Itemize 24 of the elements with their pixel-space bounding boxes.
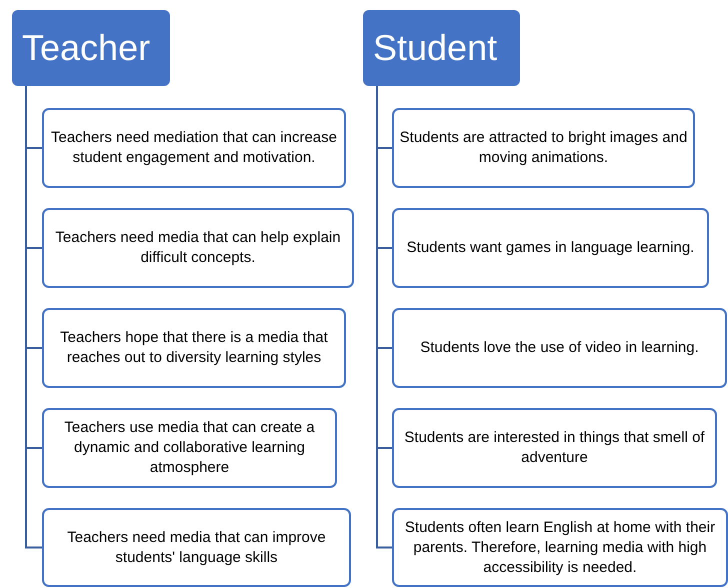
box-text: Teachers need media that can improve students' language skills: [66, 528, 327, 568]
box-text: Teachers need mediation that can increase student engagement and motivation.: [50, 128, 338, 168]
text-box: [42, 308, 346, 388]
box-text: Teachers hope that there is a media that reaches out to diversity learning styles: [59, 328, 329, 368]
box-text: Students want games in language learning.: [406, 238, 694, 258]
header-text: Teacher: [22, 27, 150, 69]
box-text: Students often learn English at home with their parents. Therefore, learning media with high accessibility is needed.: [404, 518, 716, 578]
text-box: [392, 408, 717, 488]
text-box: [392, 208, 709, 288]
text-box: [392, 308, 727, 388]
header-box: [12, 10, 170, 86]
text-box: [42, 408, 337, 488]
header-text: Student: [373, 27, 498, 69]
box-text: Students love the use of video in learning.: [420, 338, 699, 358]
box-text: Students are interested in things that smell of adventure: [403, 428, 706, 468]
text-box: [42, 108, 346, 188]
text-box: [42, 508, 351, 587]
box-text: Teachers use media that can create a dynamic and collaborative learning atmosphere: [63, 418, 316, 478]
text-box: [42, 208, 354, 288]
text-box: [392, 108, 695, 188]
box-text: Teachers need media that can help explain difficult concepts.: [54, 228, 342, 268]
header-box: [363, 10, 520, 86]
text-box: [392, 508, 728, 587]
box-text: Students are attracted to bright images and moving animations.: [398, 128, 688, 168]
